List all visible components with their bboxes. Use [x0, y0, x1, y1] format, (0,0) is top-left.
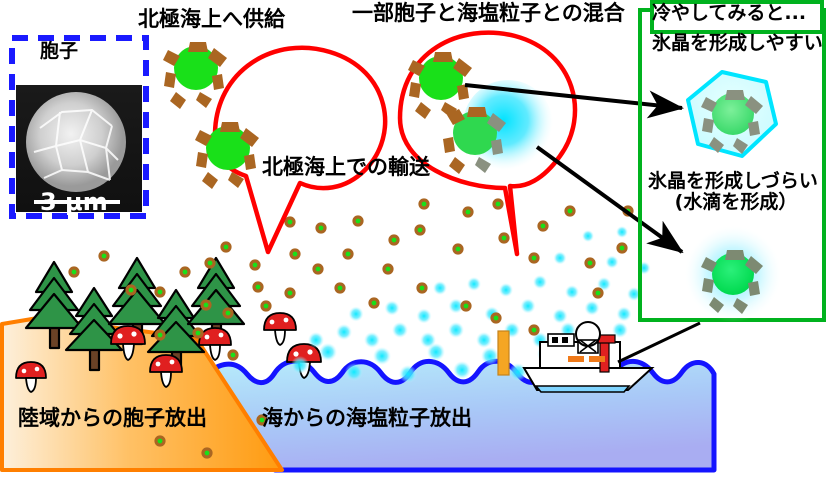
water-droplet — [685, 226, 781, 322]
label-land-spore-emission: 陸域からの胞子放出 — [18, 406, 207, 430]
mushroom — [110, 325, 146, 361]
label-sea-salt-emission: 海からの海塩粒子放出 — [262, 406, 472, 430]
pointer-arrows — [464, 83, 684, 254]
spore-particle-field — [68, 198, 634, 459]
arrow-to-ice-crystal — [464, 83, 684, 119]
hexagonal-ice-crystal — [686, 70, 778, 158]
label-forms-water-droplet: (水滴を形成） — [674, 191, 798, 213]
label-ice-forms-easily: 氷晶を形成しやすい — [652, 32, 823, 54]
cooling-panel-title-box — [650, 0, 824, 34]
mushroom — [263, 312, 297, 346]
spore-particle-large — [195, 122, 259, 189]
label-supply-to-arctic: 北極海上へ供給 — [138, 7, 285, 31]
spore-particle-mixed — [443, 107, 506, 174]
callout-supply — [163, 42, 388, 255]
label-ice-forms-hardly: 氷晶を形成しづらい — [648, 170, 818, 192]
label-cooling-title: 冷やしてみると... — [652, 2, 807, 24]
cooling-panel — [638, 0, 826, 322]
mushroom-group — [15, 312, 322, 393]
mushroom — [198, 327, 232, 361]
mushroom — [15, 361, 47, 393]
callout-mix — [397, 30, 578, 257]
micrograph-dashed-border — [9, 35, 149, 219]
tree — [24, 260, 84, 350]
spore-particle-large — [163, 42, 227, 109]
research-vessel — [497, 321, 701, 393]
arrow-to-water-droplet — [535, 145, 684, 254]
conifer-tree-group — [24, 256, 246, 372]
seasalt-particle-field — [291, 226, 651, 383]
spore-particle-large — [408, 52, 472, 119]
label-spore-seasalt-mixing: 一部胞子と海塩粒子との混合 — [352, 1, 625, 25]
tree — [64, 286, 124, 372]
label-arctic-transport: 北極海上での輸送 — [262, 155, 430, 179]
label-micrograph-caption: 胞子 — [40, 40, 79, 62]
label-scale-bar: 3 μm — [40, 188, 108, 216]
spore-micrograph — [9, 35, 149, 219]
mushroom — [149, 354, 183, 388]
